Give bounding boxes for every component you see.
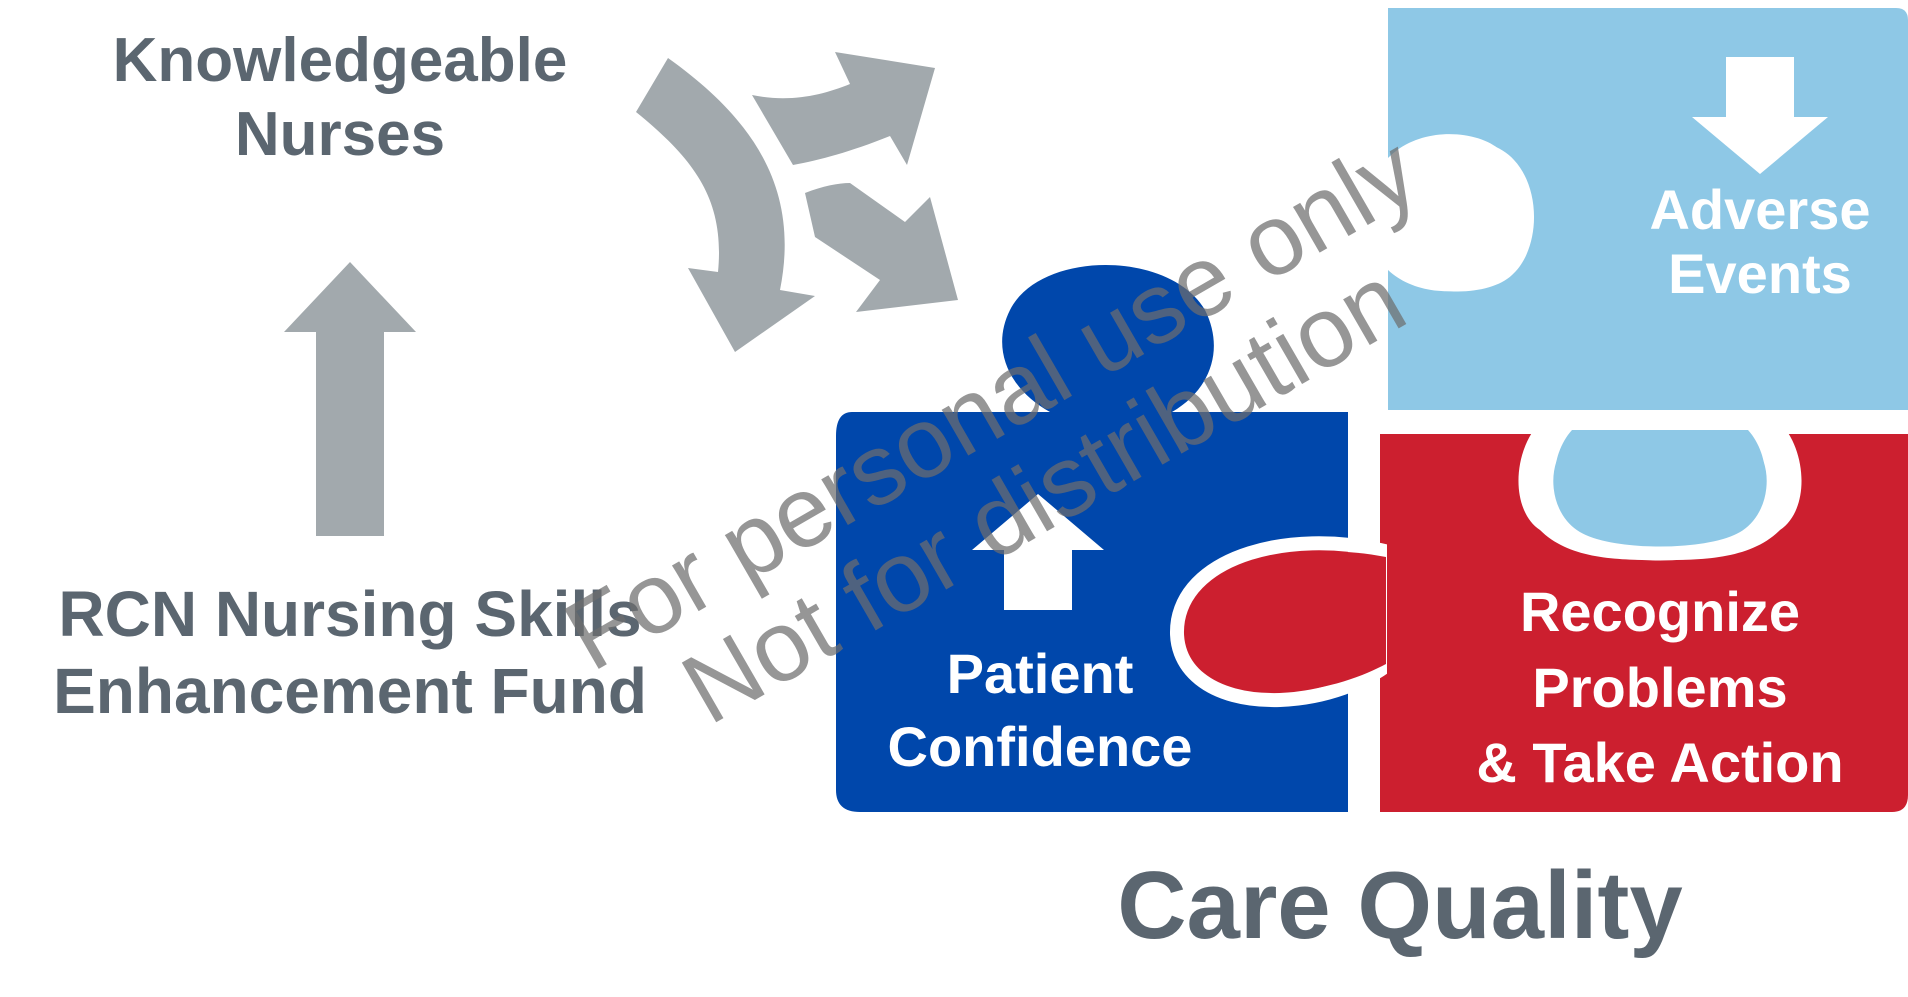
curved-down-arrow-icon xyxy=(636,58,815,352)
rcn-fund-line-1: RCN Nursing Skills xyxy=(58,578,642,650)
knowledgeable-nurses-line-1: Knowledgeable xyxy=(112,26,568,95)
knowledgeable-nurses-label: Knowledgeable Nurses xyxy=(60,24,620,173)
rcn-fund-line-2: Enhancement Fund xyxy=(53,654,647,727)
recognize-problems-line-3: & Take Action xyxy=(1476,731,1844,795)
adverse-events-line-2: Events xyxy=(1668,242,1852,306)
recognize-problems-line-2: Problems xyxy=(1532,655,1788,719)
adverse-events-notch xyxy=(1388,138,1535,292)
adverse-events-label: Adverse Events xyxy=(1620,178,1900,307)
up-house-arrow-icon xyxy=(972,494,1104,610)
up-arrow-icon xyxy=(284,262,416,536)
recognize-problems-line-1: Recognize xyxy=(1519,580,1801,643)
recognize-problems-label: Recognize Problems & Take Action xyxy=(1420,574,1900,801)
right-arrow-icon xyxy=(805,183,958,312)
patient-confidence-line-1: Patient xyxy=(946,642,1134,705)
patient-confidence-label: Patient Confidence xyxy=(840,638,1240,784)
recognize-problems-knob-fill xyxy=(1185,551,1386,693)
care-quality-caption: Care Quality xyxy=(1117,852,1683,959)
curved-up-right-arrow-icon xyxy=(752,52,935,165)
down-arrow-icon xyxy=(1692,57,1828,174)
rcn-fund-label: RCN Nursing Skills Enhancement Fund xyxy=(0,576,700,730)
diagram-graphics xyxy=(284,8,1908,814)
diagram-canvas: Knowledgeable Nurses RCN Nursing Skills … xyxy=(0,8,1908,959)
recognize-problems-piece xyxy=(1178,420,1908,812)
knowledgeable-nurses-line-2: Nurses xyxy=(234,100,446,170)
patient-confidence-line-2: Confidence xyxy=(887,714,1193,778)
adverse-events-line-1: Adverse xyxy=(1649,178,1871,241)
adverse-events-tab-fill xyxy=(1554,430,1766,546)
